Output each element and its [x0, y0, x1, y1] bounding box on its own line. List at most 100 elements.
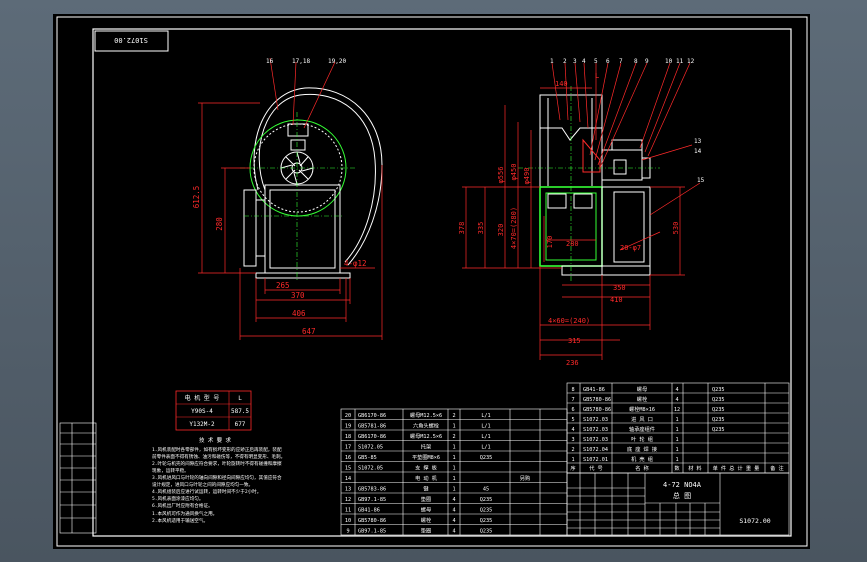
- note-line: 3.风机进风口与叶轮的轴向间隙和径向间隙应均匀，其值应符合: [152, 474, 282, 481]
- parts-upper-cell: 4: [571, 427, 574, 433]
- side-dim-410: 410: [610, 296, 623, 304]
- parts-lower-cell: 2: [452, 434, 455, 440]
- parts-upper-cell: 1: [675, 447, 678, 453]
- parts-lower-cell: 支 撑 板: [415, 464, 438, 472]
- parts-lower-cell: 4: [452, 518, 455, 524]
- parts-lower-cell: Q235: [480, 529, 493, 535]
- balloon-17-18: 17,18: [292, 58, 310, 65]
- parts-lower-cell: 4: [452, 497, 455, 503]
- parts-lower-cell: 螺栓: [421, 516, 432, 524]
- stamp-code: S1072.00: [114, 36, 148, 44]
- parts-upper-cell: Q235: [712, 387, 725, 393]
- side-dim-490: φ490: [523, 168, 531, 185]
- parts-lower-cell: 4: [452, 508, 455, 514]
- parts-lower-cell: Q235: [480, 497, 493, 503]
- technical-notes: 技 术 要 求 1.风机装配时各零部件，如有损坏变形的应矫正后再装配，装配 前零…: [152, 436, 285, 524]
- motor-row1-l: 587.5: [231, 408, 249, 415]
- side-dim-4x60: 4×60=(240): [548, 317, 590, 325]
- side-dim-280: 280: [566, 240, 579, 248]
- side-dim-140: 140: [555, 80, 568, 88]
- note-line: 前零件表面不得有锈蚀、油污和碰伤等，不得有明显变形、毛刺。: [152, 453, 285, 460]
- parts-list-lower: [340, 408, 568, 536]
- parts-upper-cell: S1072.03: [583, 417, 608, 423]
- parts-lower-cell: 螺母: [421, 506, 431, 514]
- parts-upper-header: 代 号: [589, 464, 603, 472]
- front-balloons: 16 17,18 19,20: [266, 58, 346, 65]
- front-view: [240, 87, 383, 282]
- drawing-code: S1072.00: [739, 517, 770, 525]
- balloon-7: 7: [619, 58, 623, 65]
- parts-upper-cell: 1: [675, 437, 678, 443]
- parts-upper-cell: GB41-86: [583, 387, 605, 393]
- parts-lower-cell: 12: [345, 497, 351, 503]
- parts-upper-cell: Q235: [712, 417, 725, 423]
- front-dim-406: 406: [292, 309, 306, 318]
- balloon-16: 16: [266, 58, 274, 65]
- balloon-4: 4: [582, 58, 586, 65]
- parts-lower-cell: 15: [345, 466, 351, 472]
- motor-header-model: 电 机 型 号: [185, 394, 220, 402]
- title-block: [566, 472, 790, 536]
- balloon-6: 6: [606, 58, 610, 65]
- note-line: 2.本风机适用于输送空气。: [152, 517, 208, 524]
- parts-lower-cell: 1: [452, 476, 455, 482]
- front-dim-370: 370: [291, 291, 305, 300]
- note-line: 现象，运转平稳。: [152, 467, 189, 474]
- parts-lower-cell: GB41-86: [358, 508, 380, 514]
- parts-lower-cell: 托架: [421, 443, 431, 451]
- parts-lower-cell: GB5-85: [358, 455, 377, 461]
- parts-lower-cell: S1072.05: [358, 445, 383, 451]
- parts-lower-cell: 1: [452, 445, 455, 451]
- parts-lower-cell: 1: [452, 455, 455, 461]
- front-dimensions: [198, 57, 383, 340]
- stamp-box: S1072.00: [94, 30, 169, 52]
- parts-upper-header: 序: [570, 464, 575, 472]
- side-balloons: 1 2 3 4 5 6 7 8 9 10 11 12 13 14 15: [550, 58, 705, 184]
- parts-upper-cell: 1: [675, 457, 678, 463]
- parts-upper-cell: 4: [675, 387, 678, 393]
- side-dim-315: 315: [568, 337, 581, 345]
- parts-upper-header: 单 件 总 计 重 量: [713, 464, 760, 472]
- parts-lower-cell: 2: [452, 413, 455, 419]
- motor-header-l: L: [238, 395, 242, 402]
- note-line: 6.风机出厂时应附有合格证。: [152, 502, 213, 509]
- parts-upper-cell: 1: [675, 417, 678, 423]
- motor-table: 电 机 型 号 L Y90S-4 587.5 Y132M-2 677: [175, 390, 252, 431]
- parts-lower-cell: GB5781-86: [358, 424, 386, 430]
- balloon-15: 15: [697, 177, 705, 184]
- balloon-10: 10: [665, 58, 673, 65]
- front-dim-holes: 4-φ12: [344, 259, 367, 268]
- balloon-1: 1: [550, 58, 554, 65]
- parts-lower-cell: Q235: [480, 518, 493, 524]
- front-dim-height: 612.5: [192, 186, 201, 209]
- parts-upper-cell: 螺栓M8×16: [629, 405, 655, 413]
- note-line: 5.风机表面涂漆应均匀。: [152, 495, 203, 502]
- parts-lower-cell: 20: [345, 413, 351, 419]
- parts-lower-cell: 16: [345, 455, 351, 461]
- side-dim-530: 530: [672, 222, 680, 235]
- parts-lower-cell: 1: [452, 487, 455, 493]
- side-dim-350: 350: [613, 284, 626, 292]
- note-line: 4.风机组装后应进行试运转，运转时间不少于2小时。: [152, 488, 261, 495]
- side-dim-170: 170: [546, 236, 554, 249]
- balloon-3: 3: [573, 58, 577, 65]
- parts-lower-cell: L/1: [481, 445, 490, 451]
- parts-upper-cell: Q235: [712, 427, 725, 433]
- parts-lower-cell: 9: [346, 529, 349, 535]
- parts-lower-cell: GB5783-86: [358, 487, 386, 493]
- parts-upper-cell: 5: [571, 417, 574, 423]
- parts-upper-cell: 7: [571, 397, 574, 403]
- parts-lower-cell: GB6170-86: [358, 434, 386, 440]
- parts-upper-cell: GB5780-86: [583, 407, 611, 413]
- parts-lower-cell: 14: [345, 476, 351, 482]
- parts-lower-cell: 键: [423, 485, 428, 493]
- motor-row2-model: Y132M-2: [189, 421, 215, 428]
- parts-lower-cell: 螺母M12.5×6: [410, 411, 442, 419]
- parts-upper-cell: 8: [571, 387, 574, 393]
- title-model: 4-72 NO4A: [663, 481, 702, 489]
- front-dim-text: 612.5 280 265 370 406 647 4-φ12: [192, 186, 367, 336]
- motor-row2-l: 677: [235, 421, 246, 428]
